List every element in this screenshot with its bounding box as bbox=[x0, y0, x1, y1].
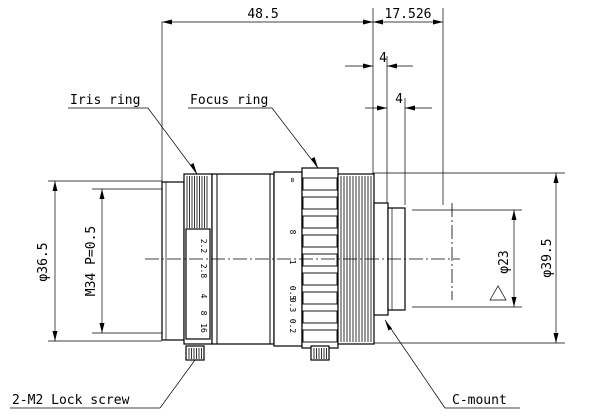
iris-scale: 2.2 2.8 4 8 16 bbox=[199, 239, 208, 333]
front-barrel bbox=[161, 181, 185, 341]
grip-bar bbox=[302, 234, 338, 248]
iris-scale-band bbox=[185, 228, 211, 340]
rear-diameter-label: φ39.5 bbox=[540, 238, 555, 277]
grip-bar bbox=[302, 329, 338, 343]
front-diameter-label: φ36.5 bbox=[36, 242, 51, 281]
focus-scale-mark: 0.2 bbox=[288, 319, 297, 334]
focus-ring-callout: Focus ring bbox=[188, 93, 319, 169]
lock-screw-knurling bbox=[188, 348, 327, 359]
lens-body: 2.2 2.8 4 8 16 ∞ 8 1 0.50.3 0.2 bbox=[161, 167, 406, 361]
grip-bar bbox=[302, 310, 338, 324]
lock-screw-callout: 2-M2 Lock screw bbox=[10, 359, 196, 409]
filter-thread-dimension: M34 P=0.5 bbox=[84, 188, 166, 334]
focus-scale-mark: 0.5 bbox=[288, 286, 297, 301]
iris-ring-label: Iris ring bbox=[70, 93, 140, 108]
focus-ring-label: Focus ring bbox=[190, 93, 268, 108]
iris-ring-callout: Iris ring bbox=[68, 93, 198, 175]
overall-length-label: 48.5 bbox=[247, 7, 278, 22]
focus-ring-grips bbox=[302, 177, 338, 343]
focus-scale-mark: 0.3 bbox=[288, 298, 297, 313]
grip-bar bbox=[302, 196, 338, 210]
grip-bar bbox=[302, 272, 338, 286]
flange-length-label: 17.526 bbox=[385, 7, 432, 22]
mount-diameter-dimension: φ23 bbox=[412, 209, 522, 308]
iris-scale-mark: 16 bbox=[199, 323, 208, 333]
focus-scale-mark: 1 bbox=[288, 260, 297, 265]
focus-scale: ∞ 8 1 0.50.3 0.2 bbox=[288, 178, 297, 334]
filter-thread-label: M34 P=0.5 bbox=[84, 226, 99, 296]
focus-scale-mark: 8 bbox=[288, 230, 297, 235]
grip-bar bbox=[302, 215, 338, 229]
grip-bar bbox=[302, 291, 338, 305]
c-mount-label: C-mount bbox=[452, 393, 507, 408]
iris-ring-knurling bbox=[186, 176, 208, 228]
second-step-dimension: 4 bbox=[365, 92, 432, 205]
rear-diameter-dimension: φ39.5 bbox=[373, 172, 565, 344]
c-mount-callout: C-mount bbox=[384, 319, 520, 409]
top-step-label: 4 bbox=[379, 51, 387, 66]
iris-scale-mark: 2.8 bbox=[199, 264, 208, 279]
overall-length-dimension: 48.5 bbox=[161, 7, 374, 205]
thread-triangle-icon bbox=[489, 285, 507, 301]
flange-length-dimension: 17.526 bbox=[373, 7, 444, 205]
lock-screw-right bbox=[310, 345, 330, 361]
top-step-dimension: 4 bbox=[345, 51, 413, 205]
grip-bar bbox=[302, 177, 338, 191]
iris-scale-mark: 2.2 bbox=[199, 239, 208, 254]
front-diameter-dimension: φ36.5 bbox=[36, 180, 162, 342]
second-step-label: 4 bbox=[395, 92, 403, 107]
mount-diameter-label: φ23 bbox=[497, 250, 512, 273]
grip-bar bbox=[302, 253, 338, 267]
focus-scale-mark: ∞ bbox=[288, 178, 297, 183]
iris-scale-mark: 8 bbox=[199, 311, 208, 316]
lock-screw-label: 2-M2 Lock screw bbox=[12, 393, 130, 408]
iris-scale-mark: 4 bbox=[199, 294, 208, 299]
